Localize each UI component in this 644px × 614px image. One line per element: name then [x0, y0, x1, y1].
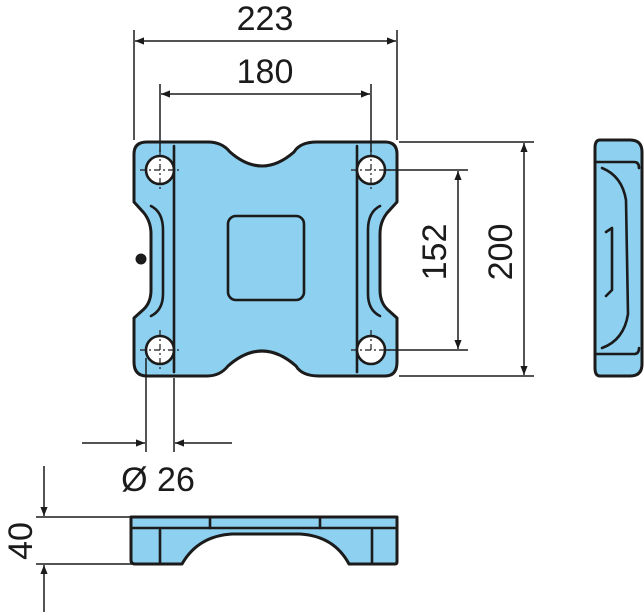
plate-front-view [129, 515, 399, 566]
side-profile-curve [600, 166, 630, 350]
plate-top-view [132, 140, 399, 378]
label-hole-spacing-vertical: 152 [416, 224, 454, 281]
side-recess [604, 226, 614, 298]
plate-side-view [593, 138, 644, 378]
dimension-overall-height: 200 [399, 141, 534, 377]
side-bottom-edge [595, 346, 641, 356]
dimension-thickness: 40 [2, 466, 134, 612]
label-hole-diameter: Ø 26 [121, 461, 195, 499]
right-recess-edge [366, 204, 382, 318]
front-view [129, 515, 399, 566]
label-thickness: 40 [2, 522, 40, 560]
hole-center-marks [140, 150, 391, 370]
label-overall-height: 200 [482, 224, 520, 281]
label-overall-width: 223 [237, 0, 294, 38]
center-square-recess [226, 214, 306, 302]
left-recess-edge [149, 204, 165, 318]
dimension-hole-diameter: Ø 26 [82, 358, 232, 499]
label-hole-spacing-horizontal: 180 [237, 53, 294, 91]
lubrication-nipple [135, 253, 147, 265]
side-view [593, 138, 644, 378]
top-view [132, 140, 399, 378]
dimension-overall-width: 223 [133, 0, 398, 140]
side-top-edge [595, 160, 641, 170]
dimension-hole-spacing-vertical: 152 [386, 169, 468, 351]
dimension-hole-spacing-horizontal: 180 [159, 53, 372, 152]
